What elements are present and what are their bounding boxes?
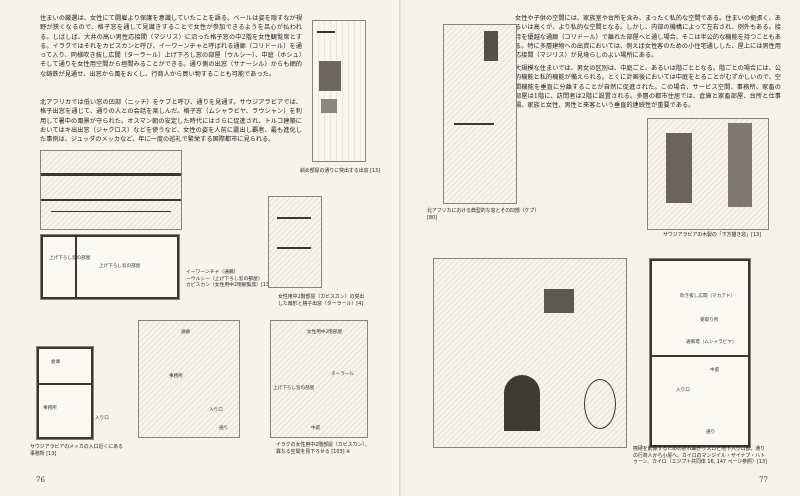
isometric-drawing-2: 女性用中2階部屋 ターラール 上げ下ろし窓の部屋 中庭 [270,320,368,438]
iso-label-1: 通廊 [181,330,191,335]
left-paragraph-2: 北アフリカでは低い窓の凹部（ニッチ）をケブと呼び、通りを見通す。サウジアラビアで… [40,99,302,144]
saudi-window-sketch [647,118,769,230]
balcony-sketch [268,196,322,288]
house-plan-label-6: 通り [706,430,716,435]
iso-label-6: ターラール [331,372,354,377]
iso-label-8: 中庭 [311,426,321,431]
page-number-left: 76 [36,476,45,484]
plan2-label-1: 倉庫 [51,360,61,365]
isometric-drawing-1: 通廊 事務所 入り口 通り [138,320,240,438]
iso-label-2: 事務所 [169,374,183,379]
building-plan: 倉庫 事務所 入り口 [36,346,109,440]
left-paragraph-1: 住まいの厳選は、女性にて闘雇より保護を意識していたことを語る。ベールは姿を隠すな… [40,15,302,78]
caption-sketch: 斜め部屋の通りに突出する出窓 [13] [300,168,381,174]
plan-legend: イーワーンチャ（通廊） —ウルシー（上げ下ろし窓の部屋） カビスカン（女性用中2… [186,270,271,290]
legend-line-1: —ウルシー（上げ下ろし窓の部屋） [186,276,263,282]
house-plan-label-5: 中庭 [710,368,720,373]
iso-label-7: 上げ下ろし窓の部屋 [273,386,315,391]
plan2-label-2: 事務所 [43,406,57,411]
right-page: 女性や子供の空間には、家族室や台所を含み、まったく私的な空間である。住まいの拠張… [401,0,800,496]
plan-label-1: 上げ下ろし窓の部屋 [49,256,91,261]
caption-saudi: サウジアラビアの木製の「下方猫き窓」[13] [663,232,762,238]
caption-iso: イラクの女性用中2階部屋（カビスカン）、異なる空間を見下ろせる [103] ※ [276,442,370,455]
window-street-sketch [312,20,366,162]
legend-title: イーワーンチャ（通廊） [186,270,239,275]
caption-plan: サウジアラビアのメッカの入口近くにある事務所 [13] [30,444,123,457]
house-plan-label-1: 吹き抜し広間（マカアド） [680,294,736,299]
caption-north-africa: 北アフリカにおける典型的な窓とその凹部（ケブ）[80] [427,208,537,221]
iso-label-3: 入り口 [209,408,223,413]
floor-plan: 上げ下ろし窓の部屋 上げ下ろし窓の部屋 [40,234,180,300]
right-paragraph-1: 女性や子供の空間には、家族室や台所を含み、まったく私的な空間である。住まいの拠張… [515,15,781,60]
house-plan-label-2: 受取り所 [700,318,719,323]
caption-balcony: 女性用中2階部屋（カビスカン）の突出した扇形と格子出窓（ターラール）[4] [278,294,365,307]
caption-street: 擦硬を削除するための折れ曲がりスロと地下入り口部。通りの行商人から小屋へ。カイロ… [633,446,767,466]
house-plan: 吹き抜し広間（マカアド） 受取り所 通風塔（ムシャラビヤ） 入り口 中庭 通り [649,258,751,448]
legend-line-2: カビスカン（女性用中2階観覧席）[13] [186,283,271,289]
facade-drawing [40,150,182,230]
page-number-right: 77 [759,476,768,484]
right-paragraph-2: 大規模な住まいでは、男女の区別は、中庭ごと、あるいは階ごととなる。階ごとの場合に… [515,65,781,110]
street-scene-drawing [433,258,627,448]
house-plan-label-4: 入り口 [676,388,690,393]
iso-label-4: 通り [219,426,229,431]
plan-label-2: 上げ下ろし窓の部屋 [99,264,141,269]
iso-label-5: 女性用中2階部屋 [307,330,343,335]
north-africa-window-sketch [443,24,517,204]
house-plan-label-3: 通風塔（ムシャラビヤ） [686,340,737,345]
left-page: 住まいの厳選は、女性にて闘雇より保護を意識していたことを語る。ベールは姿を隠すな… [0,0,399,496]
plan2-label-3: 入り口 [95,416,109,421]
book-gutter [399,0,401,496]
